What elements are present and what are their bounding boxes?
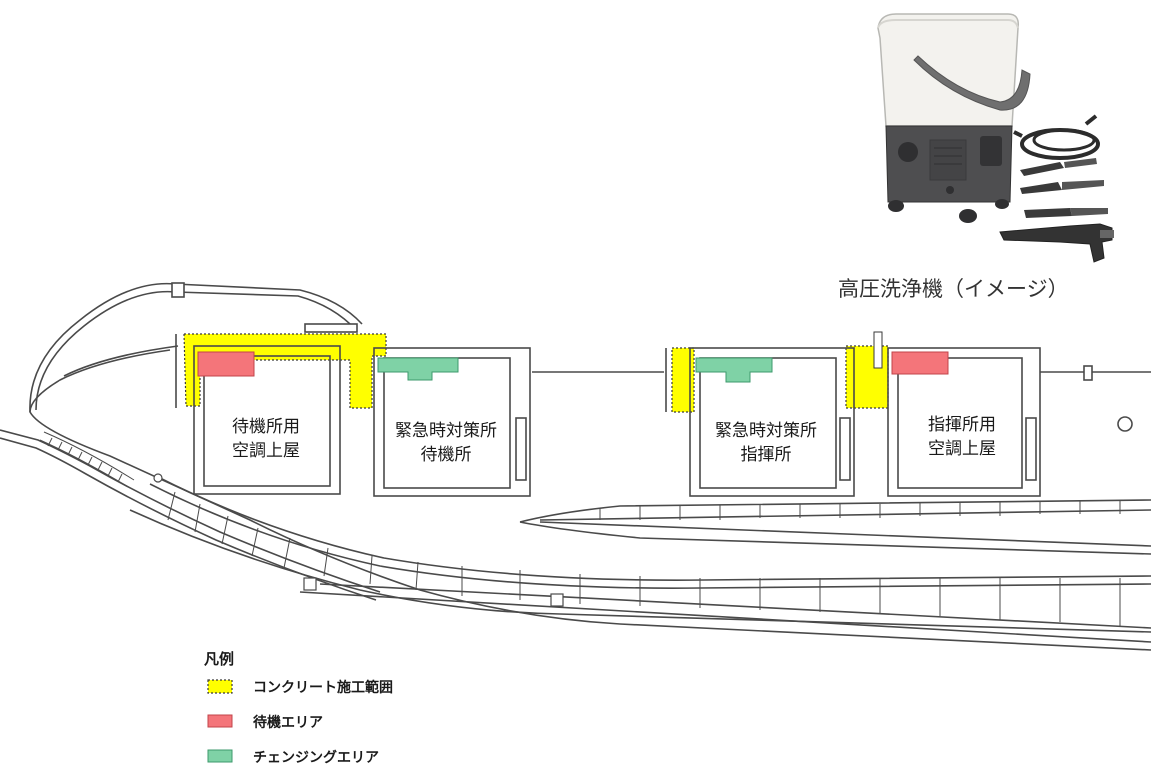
building-label-line: 待機所用 [232, 417, 300, 437]
road-ticks [47, 437, 1121, 626]
pressure-washer-photo [877, 13, 1114, 263]
road-posts [153, 473, 564, 607]
legend-label: 待機エリア [253, 714, 323, 731]
building-label-line: 空調上屋 [232, 441, 300, 461]
photo-caption: 高圧洗浄機（イメージ） [838, 277, 1069, 301]
legend-label: チェンジングエリア [253, 749, 379, 766]
legend-swatch-changing [207, 749, 233, 763]
standby-areas [197, 351, 949, 377]
legend-label: コンクリート施工範囲 [253, 679, 393, 696]
legend-swatch-standby [207, 714, 233, 728]
legend: 凡例 コンクリート施工範囲 待機エリア チェンジングエリア [204, 650, 393, 766]
building-walls [175, 334, 1041, 497]
building-label-standby-ac: 待機所用 空調上屋 [232, 417, 300, 461]
site-roads [0, 282, 1151, 651]
concrete-cutout [873, 331, 883, 369]
legend-swatch-concrete [207, 679, 233, 694]
building-label-line: 待機所 [421, 445, 472, 465]
changing-areas [377, 357, 773, 383]
building-label-line: 空調上屋 [928, 439, 996, 459]
building-label-line: 指揮所用 [928, 415, 996, 435]
building-label-emergency-command: 緊急時対策所 指揮所 [715, 421, 817, 465]
legend-title: 凡例 [204, 650, 234, 668]
building-label-line: 指揮所 [741, 445, 792, 465]
building-label-line: 緊急時対策所 [395, 421, 497, 441]
building-label-command-ac: 指揮所用 空調上屋 [928, 415, 996, 459]
building-label-emergency-standby: 緊急時対策所 待機所 [395, 421, 497, 465]
building-label-line: 緊急時対策所 [715, 421, 817, 441]
